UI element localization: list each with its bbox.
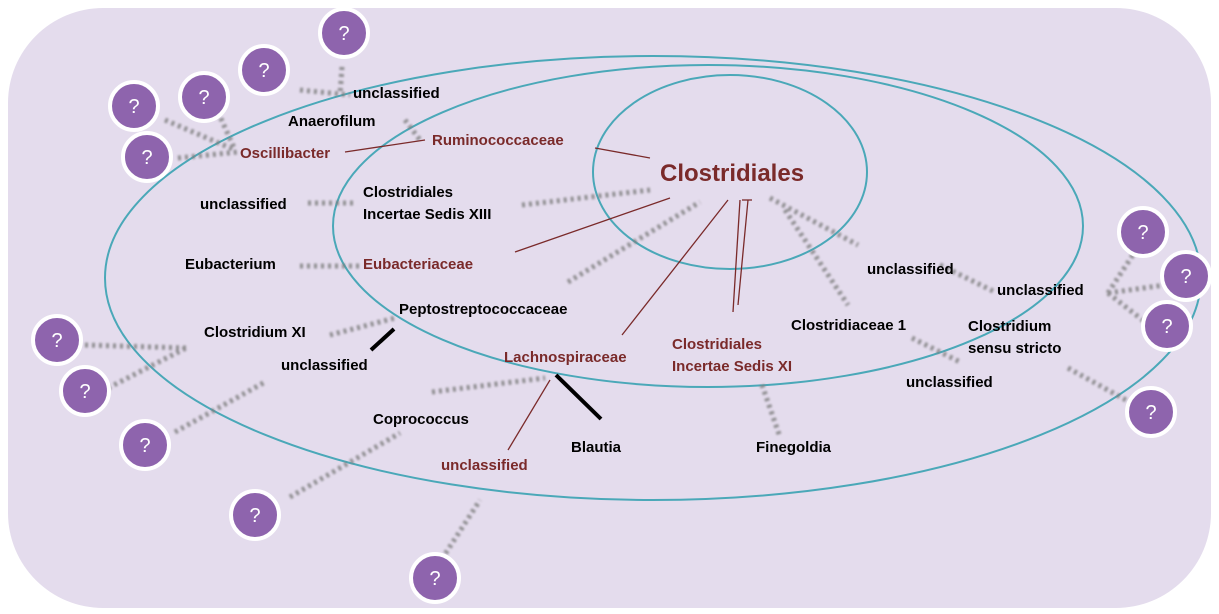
dotted-connector xyxy=(431,375,546,395)
svg-text:?: ? xyxy=(1161,316,1172,338)
genus-label-unclassified-mid-right: unclassified xyxy=(867,261,954,278)
family-connector xyxy=(594,147,651,159)
family-label-clostridiaceae1: Clostridiaceae 1 xyxy=(791,317,906,334)
family-connector xyxy=(621,199,729,336)
family-label-peptostreptococcaceae: Peptostreptococcaceae xyxy=(399,301,567,318)
svg-text:?: ? xyxy=(1145,402,1156,424)
genus-label-clostridium-sensu-stricto: Clostridium sensu stricto xyxy=(968,318,1061,357)
thick-connector xyxy=(554,373,603,421)
dotted-connector xyxy=(173,379,267,435)
unknown-marker-icon: ? xyxy=(31,314,83,366)
unknown-marker-icon: ? xyxy=(59,365,111,417)
genus-label-anaerofilum: Anaerofilum xyxy=(288,113,376,130)
genus-label-unclassified-bottom-right: unclassified xyxy=(906,374,993,391)
unknown-markers: ? ? ? ? ? ? ? ? ? ? ? ? ? ? xyxy=(31,7,1212,604)
svg-text:?: ? xyxy=(258,60,269,82)
genus-label-eubacterium: Eubacterium xyxy=(185,256,276,273)
thick-connectors xyxy=(369,327,603,421)
genus-label-unclassified-pepto: unclassified xyxy=(281,357,368,374)
genus-label-unclassified-top: unclassified xyxy=(353,85,440,102)
family-connectors xyxy=(344,139,752,451)
dotted-connectors xyxy=(84,66,1166,567)
genus-label-unclassified-left: unclassified xyxy=(200,196,287,213)
root-label: Clostridiales xyxy=(660,160,804,187)
dotted-connector xyxy=(84,342,187,351)
unknown-marker-icon: ? xyxy=(178,71,230,123)
middle-ellipse xyxy=(332,64,1084,388)
genus-label-unclassified-lachno: unclassified xyxy=(441,457,528,474)
svg-text:?: ? xyxy=(1137,222,1148,244)
svg-text:?: ? xyxy=(128,96,139,118)
family-connector xyxy=(732,199,741,313)
dotted-connector xyxy=(1105,242,1143,295)
svg-text:?: ? xyxy=(1180,266,1191,288)
svg-text:?: ? xyxy=(249,505,260,527)
dotted-connector xyxy=(768,195,860,248)
svg-text:?: ? xyxy=(429,568,440,590)
dotted-connector xyxy=(106,345,188,391)
thick-connector xyxy=(369,327,396,352)
unknown-marker-icon: ? xyxy=(1141,300,1193,352)
family-connector xyxy=(514,197,671,253)
unknown-marker-icon: ? xyxy=(238,44,290,96)
unknown-marker-icon: ? xyxy=(121,131,173,183)
genus-label-clostridium-xi: Clostridium XI xyxy=(204,324,306,341)
family-label-incertae-xiii-line1: Clostridiales xyxy=(363,184,453,201)
family-label-ruminococcaceae: Ruminococcaceae xyxy=(432,132,564,149)
unknown-marker-icon: ? xyxy=(1160,250,1212,302)
unknown-marker-icon: ? xyxy=(409,552,461,604)
genus-label-finegoldia: Finegoldia xyxy=(756,439,832,456)
unknown-marker-icon: ? xyxy=(119,419,171,471)
dotted-connector xyxy=(521,187,651,208)
dotted-connector xyxy=(164,117,236,153)
svg-text:?: ? xyxy=(139,435,150,457)
dotted-connector xyxy=(782,208,851,307)
dotted-connector xyxy=(1066,365,1137,408)
dotted-connector xyxy=(177,149,239,161)
genus-label-unclassified-right: unclassified xyxy=(997,282,1084,299)
family-label-incertae-xiii: Clostridiales Incertae Sedis XIII xyxy=(363,184,491,223)
dotted-connector xyxy=(566,199,702,285)
dotted-connector xyxy=(299,87,351,98)
dotted-connector xyxy=(1107,282,1166,296)
family-label-eubacteriaceae: Eubacteriaceae xyxy=(363,256,473,273)
dotted-connector xyxy=(337,66,345,96)
family-label-incertae-xi-line2: Incertae Sedis XI xyxy=(672,358,792,375)
unknown-marker-icon: ? xyxy=(229,489,281,541)
svg-text:?: ? xyxy=(198,87,209,109)
family-connector xyxy=(737,199,749,306)
family-label-incertae-xiii-line2: Incertae Sedis XIII xyxy=(363,206,491,223)
genus-label-coprococcus: Coprococcus xyxy=(373,411,469,428)
unknown-marker-icon: ? xyxy=(1125,386,1177,438)
svg-text:?: ? xyxy=(79,381,90,403)
dotted-connector xyxy=(1106,291,1147,324)
svg-text:?: ? xyxy=(51,330,62,352)
dotted-connector xyxy=(910,335,962,365)
background-panel xyxy=(8,8,1211,608)
unknown-marker-icon: ? xyxy=(1117,206,1169,258)
family-label-lachnospiraceae: Lachnospiraceae xyxy=(504,349,627,366)
genus-label-oscillibacter: Oscillibacter xyxy=(240,145,330,162)
dotted-connector xyxy=(938,262,997,295)
dotted-connector xyxy=(759,384,783,438)
dotted-connector xyxy=(288,430,402,500)
family-label-incertae-xi: Clostridiales Incertae Sedis XI xyxy=(672,336,792,375)
svg-text:?: ? xyxy=(338,23,349,45)
genus-label-blautia: Blautia xyxy=(571,439,622,456)
family-connector xyxy=(507,379,551,451)
unknown-marker-icon: ? xyxy=(108,80,160,132)
dotted-connector xyxy=(435,498,483,567)
genus-label-clostridium-ss-line2: sensu stricto xyxy=(968,340,1061,357)
unknown-marker-icon: ? xyxy=(318,7,370,59)
svg-text:?: ? xyxy=(141,147,152,169)
inner-ellipse xyxy=(592,74,868,270)
family-label-incertae-xi-line1: Clostridiales xyxy=(672,336,762,353)
family-connector xyxy=(344,139,426,153)
genus-label-clostridium-ss-line1: Clostridium xyxy=(968,318,1051,335)
